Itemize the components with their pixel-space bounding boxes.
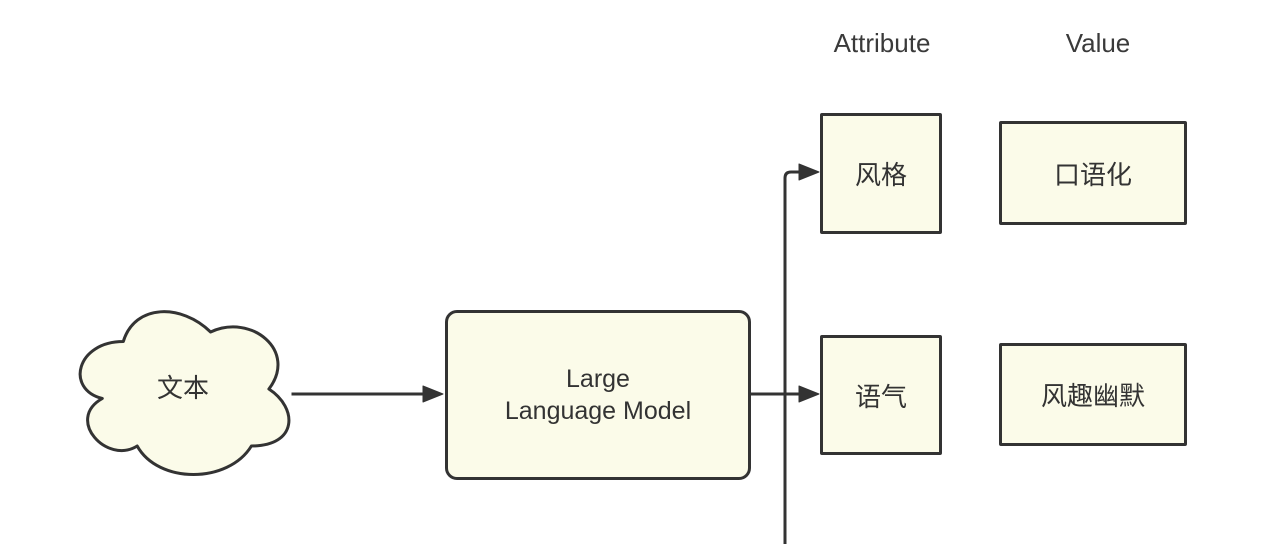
value-column-header: Value [1065,28,1131,58]
model-label: Large Language Model [504,365,692,425]
attribute-box-style: 风格 [820,113,942,234]
arrowhead-into-tone [798,385,820,403]
arrowhead-into-model [422,385,444,403]
value-box-colloquial: 口语化 [999,121,1187,225]
model-box: Large Language Model [445,310,751,480]
value-box-colloquial-label: 口语化 [1053,159,1132,190]
attribute-box-tone-label: 语气 [854,381,907,412]
attribute-column-header: Attribute [833,28,931,58]
connector-branch-to-style [783,170,803,544]
cloud-shape [78,310,291,476]
cloud-label: 文本 [156,373,209,403]
attribute-box-tone: 语气 [820,335,942,455]
attribute-box-style-label: 风格 [854,160,907,190]
arrowhead-into-style [798,163,820,181]
value-box-humorous: 风趣幽默 [999,343,1187,446]
value-box-humorous-label: 风趣幽默 [1040,381,1145,411]
